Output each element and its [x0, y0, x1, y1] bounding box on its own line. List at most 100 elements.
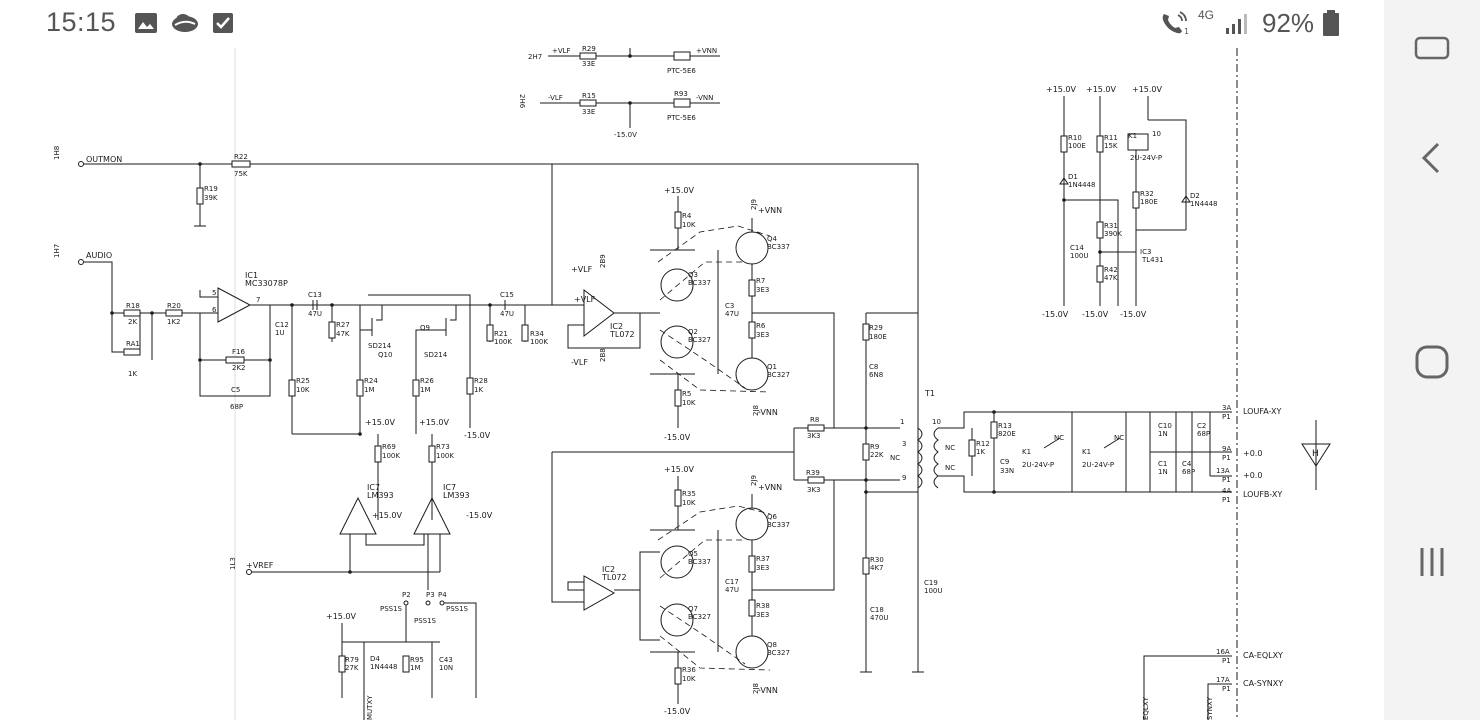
resistor-r79: R79 — [345, 656, 359, 664]
resistor-r20-value: 1K2 — [167, 318, 181, 326]
transistor-q1: Q1 — [767, 363, 777, 371]
transistor-q2-value: BC327 — [688, 336, 711, 344]
t1-pin9: 9 — [902, 474, 906, 482]
menu-icon[interactable] — [1406, 536, 1458, 588]
ptc-r-bottom: PTC-5E6 — [667, 114, 696, 122]
fet-q10: Q10 — [378, 351, 392, 359]
relay-contact-k1-a-value: 2U-24V-P — [1022, 461, 1054, 469]
resistor-r11: R11 — [1104, 134, 1118, 142]
home-icon[interactable] — [1406, 336, 1458, 388]
cap-c17: C17 — [725, 578, 739, 586]
resistor-f16-value: 2K2 — [232, 364, 246, 372]
pin-17a: 17A — [1216, 676, 1230, 684]
t1-nc-right-a: NC — [945, 444, 955, 452]
wifi-call-icon: 1 — [1162, 11, 1189, 36]
cap-c10: C10 — [1158, 422, 1172, 430]
resistor-r25-value: 10K — [296, 386, 310, 394]
node-1l3: 1L3 — [229, 557, 237, 570]
network-type: 4G — [1198, 8, 1215, 22]
cap-c14-value: 100U — [1070, 252, 1088, 260]
fet-sd214-b: SD214 — [424, 351, 448, 359]
resistor-r9: R9 — [870, 443, 879, 451]
resistor-r6-value: 3E3 — [756, 331, 769, 339]
ic2a-value: TL072 — [609, 330, 635, 339]
label-mutxy: MUTXY — [366, 695, 374, 720]
resistor-r13: R13 — [998, 422, 1012, 430]
ic7a-label: IC7 — [367, 483, 380, 492]
pss1s-a: PSS1S — [380, 605, 403, 613]
cap-c18-value: 470U — [870, 614, 888, 622]
diode-d4-value: 1N4448 — [370, 663, 398, 671]
relay-contact-k1-b: K1 — [1082, 448, 1091, 456]
pin-4a: 4A — [1222, 487, 1231, 495]
cap-c5-value: 68P — [230, 403, 243, 411]
resistor-r5-value: 10K — [682, 399, 696, 407]
ic7a-value: LM393 — [367, 491, 394, 500]
resistor-r29: R29 — [869, 324, 883, 332]
pin-13a-p1: P1 — [1222, 476, 1231, 484]
resistor-r19: R19 — [204, 185, 218, 193]
transistor-q3: Q3 — [688, 271, 698, 279]
resistor-r27-value: 47K — [336, 330, 350, 338]
resistor-r69: R69 — [382, 443, 396, 451]
t1-pin3: 3 — [902, 440, 906, 448]
resistor-r35: R35 — [682, 490, 696, 498]
ic2a-label: IC2 — [610, 322, 623, 331]
cap-c2-value: 68P — [1197, 430, 1210, 438]
node-2j9: 2J9 — [750, 199, 758, 210]
label-minus15-r-a: -15.0V — [1042, 310, 1069, 319]
resistor-r10: R10 — [1068, 134, 1082, 142]
recent-apps-icon[interactable] — [1406, 22, 1458, 74]
transistor-q6: Q6 — [767, 513, 778, 521]
cap-c18: C18 — [870, 606, 884, 614]
diode-d2-value: 1N4448 — [1190, 200, 1218, 208]
node-1h7: 1H7 — [53, 244, 61, 258]
label-plus15-r-c: +15.0V — [1132, 85, 1163, 94]
ic2b-value: TL072 — [601, 573, 627, 582]
resistor-r32: R32 — [1140, 190, 1154, 198]
ic1-pin7: 7 — [256, 296, 260, 304]
signal-loufb-xy: LOUFB-XY — [1243, 490, 1282, 499]
image-icon — [135, 13, 157, 33]
t1-pin10: 10 — [932, 418, 941, 426]
diode-d4: D4 — [370, 655, 380, 663]
fet-sd214-a: SD214 — [368, 342, 392, 350]
p3: +VLF — [574, 295, 596, 304]
transistor-q4: Q4 — [767, 235, 778, 243]
signal-icon — [1226, 14, 1247, 34]
pin-9a: 9A — [1222, 445, 1231, 453]
back-icon[interactable] — [1406, 132, 1458, 184]
label-vnn-neg: -VNN — [696, 94, 713, 102]
relay-k1-value: 2U-24V-P — [1130, 154, 1162, 162]
label-minus15-mid-a: -15.0V — [664, 433, 691, 442]
node-2b8: 2B8 — [599, 348, 607, 362]
pin-3a-p1: P1 — [1222, 413, 1231, 421]
potentiometer-ra1: RA1 — [126, 340, 140, 348]
ic1-value: MC33078P — [245, 279, 288, 288]
pin-4a-p1: P1 — [1222, 496, 1231, 504]
transistor-q5: Q5 — [688, 550, 698, 558]
regulator-ic3: IC3 — [1140, 248, 1151, 256]
cap-c43: C43 — [439, 656, 453, 664]
resistor-r36-value: 10K — [682, 675, 696, 683]
transistor-q8: Q8 — [767, 641, 777, 649]
resistor-r30: R30 — [870, 556, 884, 564]
pin-9a-p1: P1 — [1222, 454, 1231, 462]
resistor-r21-value: 100K — [494, 338, 512, 346]
resistor-r34: R34 — [530, 330, 544, 338]
label-plus15-r-b: +15.0V — [1086, 85, 1117, 94]
resistor-r38-value: 3E3 — [756, 611, 769, 619]
cap-c17-value: 47U — [725, 586, 739, 594]
status-clock: 15:15 — [46, 7, 117, 37]
label-vnn-pos-mid-b: +VNN — [758, 483, 782, 492]
resistor-r22-value: 75K — [234, 170, 248, 178]
cap-c3-value: 47U — [725, 310, 739, 318]
label-vnn-neg-mid-b: -VNN — [758, 686, 778, 695]
resistor-r13-value: 820E — [998, 430, 1016, 438]
transistor-q7-value: BC327 — [688, 613, 711, 621]
ic7b-value: LM393 — [443, 491, 470, 500]
ptc-section: 2H7 +VLF R29 33E +VNN PTC-5E6 2H6 -VLF R… — [518, 45, 720, 139]
label-vref: +VREF — [246, 561, 274, 570]
cap-c43-value: 10N — [439, 664, 453, 672]
signal-ca-eqlxy: CA-EQLXY — [1243, 651, 1283, 660]
